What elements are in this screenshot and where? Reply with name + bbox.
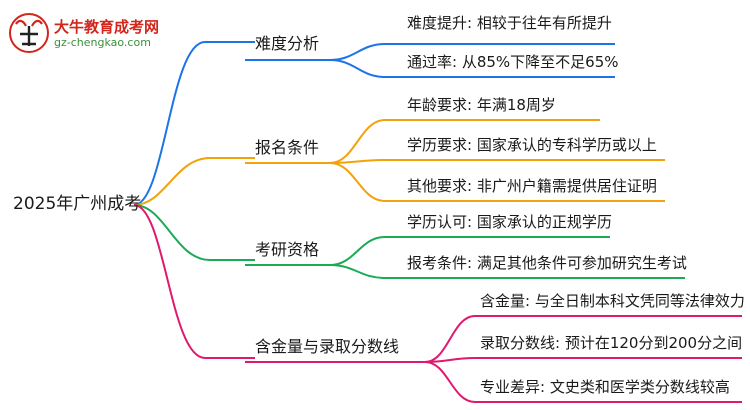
connector-value-leaf-3 <box>424 361 742 403</box>
connector-root-difficulty <box>133 41 255 206</box>
leaf-registration-2[interactable]: 学历要求: 国家承认的专科学历或以上 <box>407 136 657 154</box>
connector-registration-leaf-2 <box>329 159 665 164</box>
leaf-postgrad-1[interactable]: 学历认可: 国家承认的正规学历 <box>407 213 612 231</box>
connector-postgrad-leaf-2 <box>329 264 685 279</box>
connector-difficulty-leaf-1 <box>329 43 615 61</box>
leaf-registration-1[interactable]: 年龄要求: 年满18周岁 <box>407 96 556 114</box>
leaf-value-1[interactable]: 含金量: 与全日制本科文凭同等法律效力 <box>480 292 745 310</box>
branch-registration[interactable]: 报名条件 <box>255 138 320 157</box>
logo-url: gz-chengkao.com <box>54 36 151 49</box>
logo-title: 大牛教育成考网 <box>54 18 160 36</box>
leaf-registration-3[interactable]: 其他要求: 非广州户籍需提供居住证明 <box>407 177 657 195</box>
connector-value-leaf-2 <box>424 357 742 363</box>
branch-value[interactable]: 含金量与录取分数线 <box>255 337 400 356</box>
leaf-postgrad-2[interactable]: 报考条件: 满足其他条件可参加研究生考试 <box>407 254 687 272</box>
connector-registration-leaf-3 <box>329 162 665 202</box>
leaf-value-3[interactable]: 专业差异: 文史类和医学类分数线较高 <box>480 378 730 396</box>
connector-root-value <box>133 204 255 359</box>
branch-difficulty[interactable]: 难度分析 <box>255 34 320 53</box>
connector-value-leaf-1 <box>424 315 742 363</box>
leaf-difficulty-1[interactable]: 难度提升: 相较于往年有所提升 <box>407 14 612 32</box>
site-logo[interactable]: 大牛教育成考网 gz-chengkao.com <box>8 12 168 54</box>
leaf-difficulty-2[interactable]: 通过率: 从85%下降至不足65% <box>407 53 619 71</box>
connector-root-registration <box>133 157 255 206</box>
branch-postgrad[interactable]: 考研资格 <box>255 240 320 259</box>
connector-postgrad-leaf-1 <box>329 236 610 266</box>
connector-registration-leaf-1 <box>329 119 600 164</box>
leaf-value-2[interactable]: 录取分数线: 预计在120分到200分之间 <box>480 334 743 352</box>
bull-logo-icon <box>9 13 49 53</box>
root-node[interactable]: 2025年广州成考 <box>13 194 142 214</box>
connector-difficulty-leaf-2 <box>329 59 615 78</box>
connector-root-postgrad <box>133 204 255 261</box>
